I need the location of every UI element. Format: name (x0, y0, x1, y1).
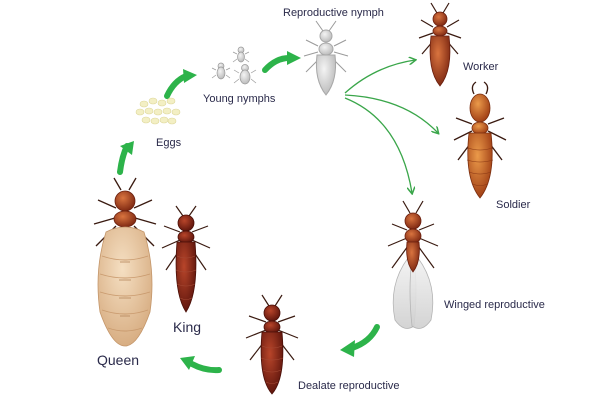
label-dealate-reproductive: Dealate reproductive (298, 380, 400, 392)
winged-reproductive-illustration (387, 200, 439, 329)
queen-illustration (93, 177, 157, 347)
worker-illustration (418, 2, 462, 87)
soldier-illustration (453, 81, 507, 199)
arrow-young-to-reproductive (262, 51, 301, 73)
label-king: King (173, 319, 202, 335)
label-eggs: Eggs (156, 137, 182, 149)
arrow-winged-to-dealate (340, 324, 380, 357)
arrow-to-worker (344, 60, 415, 94)
label-winged-reproductive: Winged reproductive (444, 299, 545, 311)
label-reproductive-nymph: Reproductive nymph (283, 7, 384, 19)
arrow-eggs-to-young-nymphs (164, 69, 197, 99)
reproductive-nymph-illustration (303, 20, 349, 96)
label-queen: Queen (97, 352, 140, 368)
label-young-nymphs: Young nymphs (203, 93, 276, 105)
branch-arrows (344, 60, 438, 193)
king-illustration (161, 205, 211, 313)
eggs-illustration (135, 97, 181, 125)
cycle-arrows (117, 51, 380, 374)
young-nymphs-illustration (211, 46, 257, 85)
dealate-reproductive-illustration (245, 294, 299, 395)
arrow-queen-to-eggs (117, 141, 134, 175)
label-soldier: Soldier (496, 199, 531, 211)
label-worker: Worker (463, 61, 499, 73)
arrow-dealate-to-queen (180, 356, 222, 374)
arrow-to-winged (344, 97, 412, 193)
arrow-to-soldier (344, 94, 438, 133)
